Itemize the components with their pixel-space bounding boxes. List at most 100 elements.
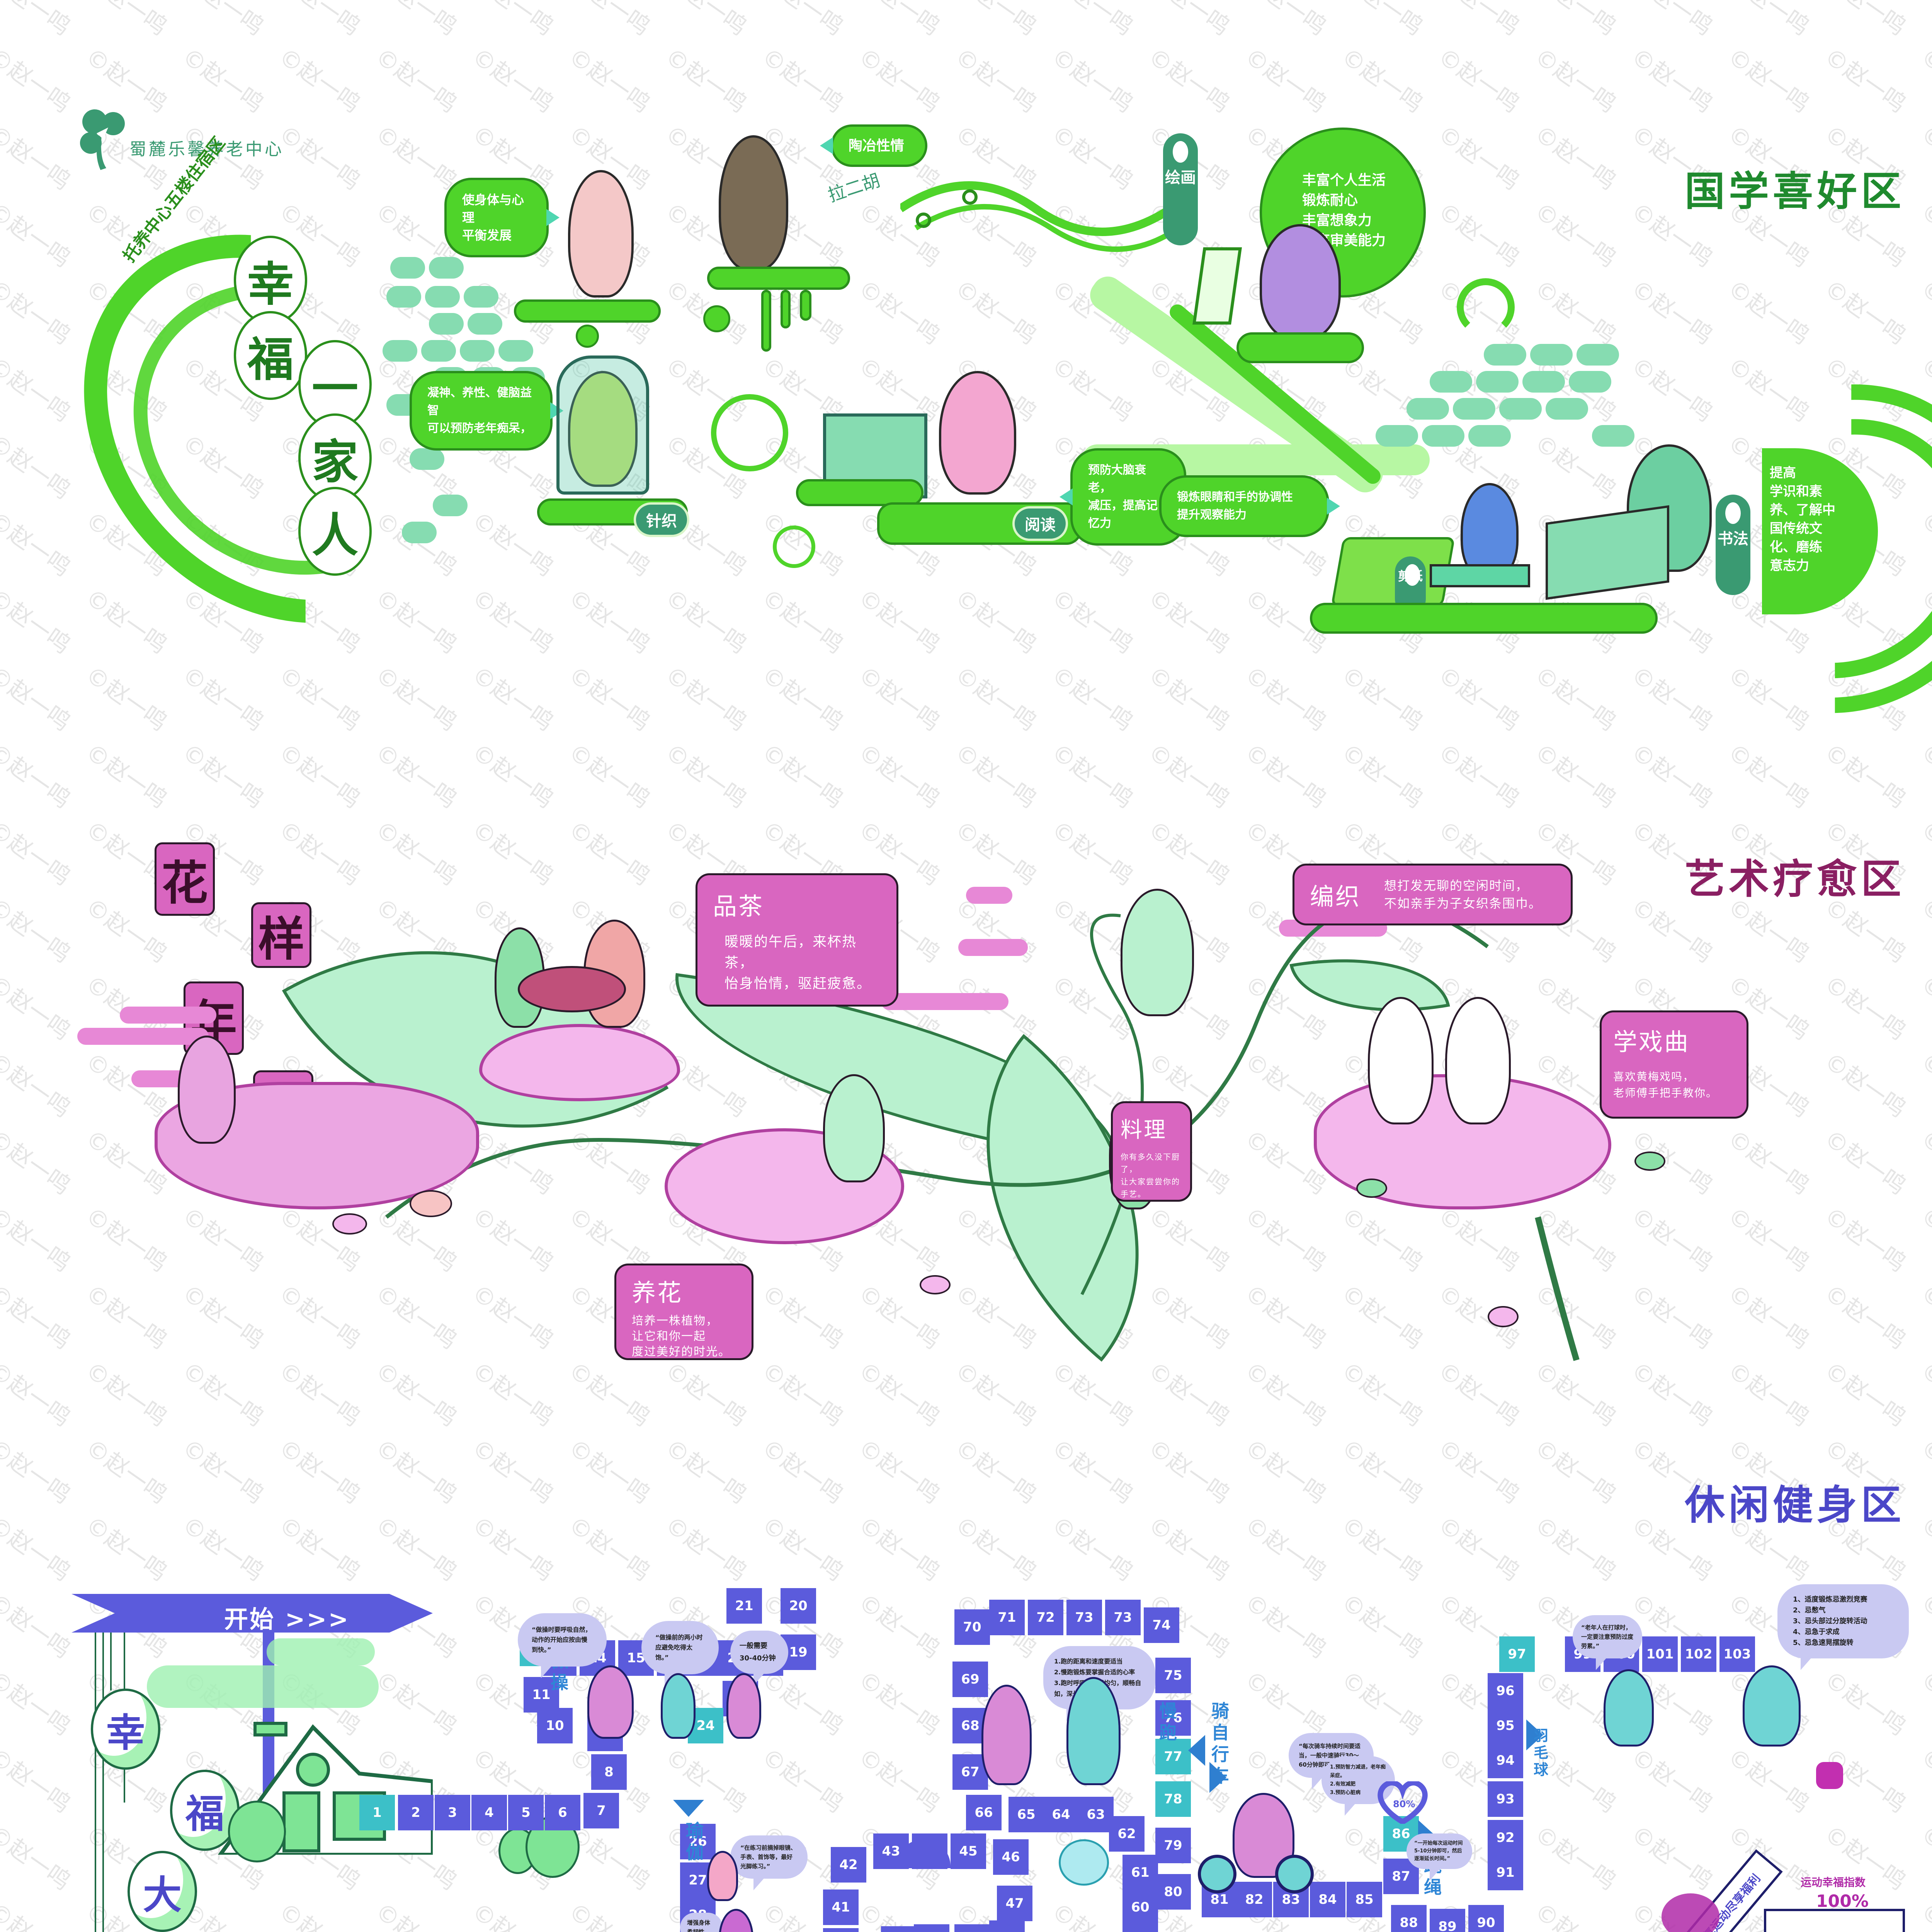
watermark-text: ©赵一鸣 xyxy=(1143,583,1235,659)
painting-tag: 绘画 xyxy=(1163,133,1198,245)
card-title: 养花 xyxy=(632,1279,683,1307)
board-tile: 5 xyxy=(508,1795,544,1830)
watermark-text: ©赵一鸣 xyxy=(1529,1511,1621,1587)
erhu-bubble: 陶冶性情 xyxy=(820,124,927,167)
board-tile: 89 xyxy=(1430,1909,1465,1932)
watermark-text: ©赵一鸣 xyxy=(563,738,655,814)
bicycle-icon xyxy=(1275,1855,1314,1893)
watermark-text: ©赵一鸣 xyxy=(757,738,849,814)
slogan-char: 花 xyxy=(155,842,215,916)
board-tile: 76 xyxy=(1155,1700,1191,1736)
watermark-text: ©赵一鸣 xyxy=(1723,1356,1815,1432)
watermark-text: ©赵一鸣 xyxy=(1723,1743,1815,1818)
board-tile: 64 xyxy=(1043,1797,1079,1832)
brick-decor xyxy=(1530,344,1573,366)
board-tile: 8 xyxy=(591,1754,627,1790)
opera-performer xyxy=(1445,997,1511,1124)
watermark-text: ©赵一鸣 xyxy=(660,1434,752,1509)
elder-exercising xyxy=(587,1665,634,1739)
hanging-string xyxy=(110,1633,112,1690)
watermark-text: ©赵一鸣 xyxy=(1626,1356,1718,1432)
watermark-text: ©赵一鸣 xyxy=(1433,120,1525,196)
watermark-text: ©赵一鸣 xyxy=(563,661,655,736)
easel xyxy=(1192,247,1242,325)
watermark-text: ©赵一鸣 xyxy=(466,1893,561,1932)
elder-watering-flowers xyxy=(823,1074,885,1182)
tile-number: 87 xyxy=(1392,1869,1410,1884)
board-tile: 67 xyxy=(952,1754,988,1790)
watermark-text: ©赵一鸣 xyxy=(274,120,366,196)
cloud-stripe xyxy=(958,939,1028,956)
watermark-text: ©赵一鸣 xyxy=(1433,43,1525,118)
watermark-text: ©赵一鸣 xyxy=(1915,1893,1932,1932)
watermark-text: ©赵一鸣 xyxy=(1046,583,1138,659)
brick-decor xyxy=(429,313,464,335)
tile-number: 80 xyxy=(1164,1884,1182,1900)
watermark-text: ©赵一鸣 xyxy=(80,1356,172,1432)
watermark-text: ©赵一鸣 xyxy=(1529,120,1621,196)
watermark-text: ©赵一鸣 xyxy=(370,1434,462,1509)
watermark-text: ©赵一鸣 xyxy=(1819,970,1911,1046)
armchair xyxy=(556,355,649,495)
brick-decor xyxy=(1499,398,1542,420)
brick-decor xyxy=(410,448,444,470)
card-text: 喜欢黄梅戏吗， 老师傅手把手教你。 xyxy=(1613,1070,1718,1099)
slogan-char: 人 xyxy=(298,487,372,576)
watermark-text: ©赵一鸣 xyxy=(0,274,76,350)
tile-number: 97 xyxy=(1508,1646,1526,1662)
watermark-text: ©赵一鸣 xyxy=(1916,1279,1932,1355)
tea-table xyxy=(518,966,626,1012)
watermark-text: ©赵一鸣 xyxy=(1916,274,1932,350)
tile-number: 63 xyxy=(1087,1807,1105,1822)
brick-decor xyxy=(421,340,456,362)
watermark-text: ©赵一鸣 xyxy=(950,0,1042,41)
watermark-text: ©赵一鸣 xyxy=(563,1434,655,1509)
decor-dot xyxy=(703,305,730,332)
flag-icon xyxy=(1188,1735,1205,1766)
watermark-text: ©赵一鸣 xyxy=(1916,1511,1932,1587)
watermark-text: ©赵一鸣 xyxy=(660,0,752,41)
board-tile: 88 xyxy=(1391,1905,1427,1932)
watermark-text: ©赵一鸣 xyxy=(274,43,366,118)
tile-number: 61 xyxy=(1131,1865,1150,1880)
tile-number: 5 xyxy=(521,1805,531,1820)
watermark-text: ©赵一鸣 xyxy=(0,1893,78,1932)
card-text: 暖暖的午后，来杯热茶， 怡身怡情，驱赶疲惫。 xyxy=(724,934,872,992)
watermark-text: ©赵一鸣 xyxy=(1336,738,1428,814)
watermark-text: ©赵一鸣 xyxy=(274,661,366,736)
watermark-text: ©赵一鸣 xyxy=(1046,661,1138,736)
watermark-text: ©赵一鸣 xyxy=(563,1893,658,1932)
reward-box xyxy=(1764,1909,1905,1932)
board-tile: 47 xyxy=(997,1886,1032,1921)
board-tile: 62 xyxy=(1109,1816,1145,1852)
board-tile: 94 xyxy=(1488,1743,1523,1778)
watermark-text: ©赵一鸣 xyxy=(1819,1665,1911,1741)
watermark-text: ©赵一鸣 xyxy=(1143,738,1235,814)
watermark-text: ©赵一鸣 xyxy=(1240,1434,1332,1509)
watermark-text: ©赵一鸣 xyxy=(853,583,945,659)
cloud-stripe xyxy=(881,993,1009,1010)
board-tile: 82 xyxy=(1236,1882,1272,1917)
fish-decor xyxy=(1634,1151,1665,1171)
watermark-text: ©赵一鸣 xyxy=(1626,43,1718,118)
decor-ring xyxy=(1457,278,1515,336)
watermark-text: ©赵一鸣 xyxy=(80,738,172,814)
watermark-text: ©赵一鸣 xyxy=(1240,43,1332,118)
watermark-text: ©赵一鸣 xyxy=(1143,1434,1235,1509)
brick-decor xyxy=(1422,425,1464,447)
cloud-decor xyxy=(147,1665,379,1708)
watermark-text: ©赵一鸣 xyxy=(1626,0,1718,41)
tile-number: 86 xyxy=(1392,1826,1410,1842)
cloud-decor xyxy=(267,1638,375,1665)
watermark-text: ©赵一鸣 xyxy=(1819,43,1911,118)
card-title: 料理 xyxy=(1121,1117,1167,1143)
brick-decor xyxy=(1577,344,1619,366)
watermark-text: ©赵一鸣 xyxy=(1723,738,1815,814)
drip-bar xyxy=(781,290,791,328)
papercut-bubble: 锻炼眼睛和手的协调性 提升观察能力 xyxy=(1159,475,1340,537)
watermark-text: ©赵一鸣 xyxy=(1723,1124,1815,1200)
elder-erhu-player xyxy=(719,135,788,270)
elder-papercutting xyxy=(1461,483,1519,580)
watermark-text: ©赵一鸣 xyxy=(1819,0,1911,41)
tile-number: 69 xyxy=(961,1672,980,1687)
